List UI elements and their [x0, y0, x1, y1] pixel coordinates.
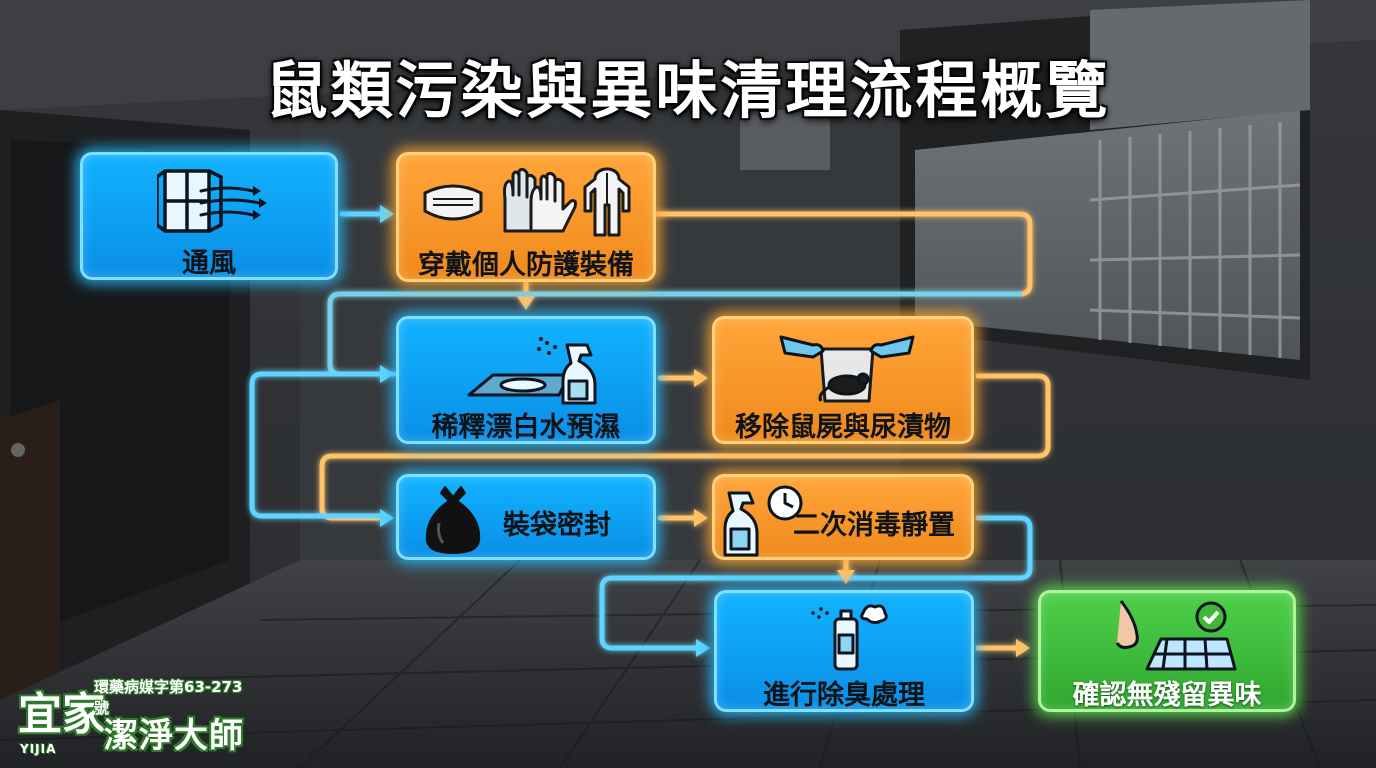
step-label: 移除鼠屍與尿漬物 — [715, 405, 971, 444]
step-bag-seal: 裝袋密封 — [396, 474, 656, 560]
step-ventilate: 通風 — [80, 152, 338, 280]
window-wind-icon — [157, 167, 267, 237]
nose-check-floor-icon — [1107, 599, 1237, 671]
brand-watermark: 宜家 YIJIA 環藥病媒字第63-273號 潔淨大師 — [14, 672, 254, 762]
step-label: 穿戴個人防護裝備 — [399, 243, 653, 282]
step-label: 裝袋密封 — [503, 503, 611, 542]
brand-logo-sub: YIJIA — [20, 742, 56, 756]
step-label: 稀釋漂白水預濕 — [399, 405, 653, 444]
step-bleach-prewet: 稀釋漂白水預濕 — [396, 316, 656, 444]
step-second-disinfect: 二次消毒靜置 — [712, 474, 974, 560]
step-label: 進行除臭處理 — [717, 673, 971, 712]
brand-name: 潔淨大師 — [104, 708, 244, 757]
spray-bottle-puddle-icon — [459, 325, 609, 405]
step-wear-ppe: 穿戴個人防護裝備 — [396, 152, 656, 282]
step-label: 確認無殘留異味 — [1041, 673, 1293, 712]
page-title: 鼠類污染與異味清理流程概覽 — [0, 40, 1376, 130]
trash-bag-icon — [421, 483, 485, 555]
step-label: 通風 — [83, 241, 335, 280]
brand-logo: 宜家 — [18, 678, 106, 742]
step-deodorize: 進行除臭處理 — [714, 590, 974, 712]
aerosol-spray-icon — [811, 599, 889, 671]
ppe-mask-gloves-suit-icon — [419, 165, 639, 239]
step-remove-carcass: 移除鼠屍與尿漬物 — [712, 316, 974, 444]
step-label: 二次消毒靜置 — [793, 503, 955, 542]
step-confirm-no-odor: 確認無殘留異味 — [1038, 590, 1296, 712]
gloved-hands-bag-rat-icon — [777, 325, 917, 405]
